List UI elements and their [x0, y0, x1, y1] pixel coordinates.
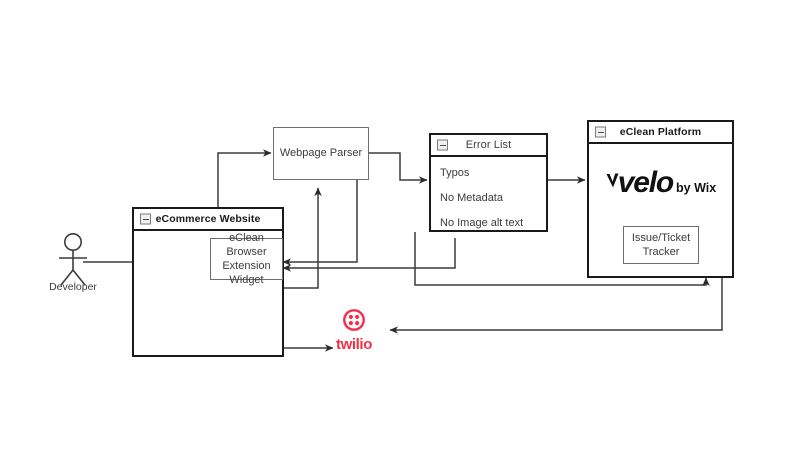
- twilio-wordmark: twilio: [336, 336, 372, 353]
- actor-label-developer: Developer: [49, 281, 97, 293]
- issue-ticket-tracker-box[interactable]: Issue/Ticket Tracker: [623, 226, 699, 264]
- connector-parser-to-errorlist: [369, 152, 428, 184]
- tracker-label-line1: Issue/Ticket: [631, 231, 691, 244]
- eclean-platform-header: eClean Platform: [589, 122, 732, 144]
- actor-developer: Developer: [49, 230, 114, 300]
- collapse-minus-icon[interactable]: [140, 213, 151, 225]
- error-list-item[interactable]: Typos: [440, 167, 470, 179]
- widget-label-line2: Extension: [222, 260, 271, 272]
- twilio-logo[interactable]: twilio: [319, 309, 389, 352]
- webpage-parser-label: Webpage Parser: [279, 147, 363, 160]
- ecommerce-website-title: eCommerce Website: [155, 212, 261, 225]
- connector-platform-to-widget: [282, 175, 358, 266]
- stick-figure-actor-icon: [59, 233, 87, 286]
- error-list-header: Error List: [431, 135, 546, 157]
- ecommerce-website-header: eCommerce Website: [134, 209, 282, 231]
- twilio-circle-grid-icon: [343, 309, 365, 331]
- collapse-minus-icon[interactable]: [437, 139, 448, 151]
- velo-checkmark-icon: [606, 173, 619, 188]
- eclean-browser-extension-widget[interactable]: eClean Browser Extension Widget: [210, 232, 283, 286]
- error-list-body: Typos No Metadata No Image alt text: [431, 157, 546, 230]
- error-list-title: Error List: [465, 138, 512, 151]
- eclean-platform-body: velo by Wix Issue/Ticket Tracker: [589, 144, 732, 276]
- component-error-list[interactable]: Error List Typos No Metadata No Image al…: [429, 133, 548, 232]
- widget-label-line3: Widget: [229, 274, 264, 287]
- error-list-item[interactable]: No Image alt text: [440, 217, 524, 229]
- velo-by-wix-logo: velo by Wix: [589, 168, 732, 198]
- velo-wordmark: velo: [617, 166, 674, 199]
- webpage-parser-box[interactable]: Webpage Parser: [273, 127, 369, 180]
- velo-by-wix-suffix: by Wix: [676, 181, 717, 195]
- widget-label-line1: eClean Browser: [226, 231, 267, 258]
- eclean-platform-title: eClean Platform: [619, 125, 702, 138]
- tracker-label-line2: Tracker: [642, 246, 680, 258]
- error-list-item[interactable]: No Metadata: [440, 192, 503, 204]
- collapse-minus-icon[interactable]: [595, 126, 606, 138]
- connector-errorlist-to-widget: [282, 238, 456, 272]
- component-eclean-platform[interactable]: eClean Platform velo by Wix Issue/Ticket…: [587, 120, 734, 278]
- component-ecommerce-website[interactable]: eCommerce Website: [132, 207, 284, 357]
